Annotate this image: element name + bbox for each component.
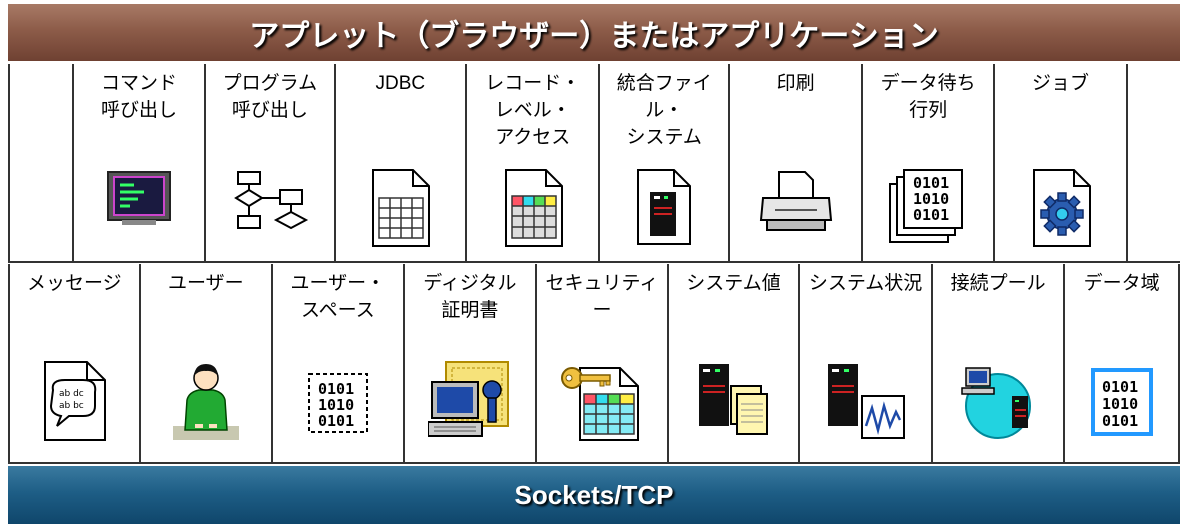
service-label: システム値	[686, 272, 781, 294]
service-connection-pool[interactable]: 接続プール	[932, 264, 1066, 464]
speech-bubble-icon: ab dc ab bc	[44, 361, 107, 441]
terminal-icon	[106, 171, 171, 225]
svg-text:1010: 1010	[913, 190, 949, 208]
service-system-status[interactable]: システム状況	[800, 264, 933, 464]
svg-text:0101: 0101	[318, 380, 354, 398]
transport-layer-label: Sockets/TCP	[514, 479, 674, 510]
certificate-icon	[427, 361, 509, 437]
application-layer-band: アプレット（ブラウザー）またはアプリケーション	[8, 4, 1180, 61]
printer-icon	[759, 171, 832, 231]
svg-text:ab bc: ab bc	[59, 401, 84, 411]
service-command-call[interactable]: コマンド 呼び出し	[71, 64, 207, 263]
service-integrated-file-system[interactable]: 統合ファイル・ システム	[600, 64, 730, 263]
svg-text:0101: 0101	[913, 174, 949, 192]
svg-text:ab dc: ab dc	[59, 389, 84, 399]
service-label: プログラム 呼び出し	[222, 72, 318, 121]
application-layer-label: アプレット（ブラウザー）またはアプリケーション	[249, 18, 939, 54]
service-user[interactable]: ユーザー	[140, 264, 274, 464]
service-label: セキュリティー	[545, 272, 659, 321]
svg-text:1010: 1010	[1102, 395, 1138, 413]
service-label: システム状況	[808, 272, 923, 294]
service-jdbc[interactable]: JDBC	[335, 64, 468, 263]
table-document-icon	[372, 169, 431, 247]
gear-document-icon	[1032, 169, 1091, 247]
service-job[interactable]: ジョブ	[994, 64, 1129, 263]
record-table-icon	[504, 169, 563, 247]
row1-empty-left	[8, 64, 72, 263]
service-label: 接続プール	[950, 272, 1046, 294]
service-label: 統合ファイル・ システム	[616, 72, 712, 148]
service-record-level-access[interactable]: レコード・ レベル・ アクセス	[467, 64, 601, 263]
service-label: コマンド 呼び出し	[100, 72, 177, 121]
service-print[interactable]: 印刷	[729, 64, 864, 263]
network-globe-icon	[961, 367, 1032, 439]
svg-text:1010: 1010	[318, 396, 354, 414]
service-system-values[interactable]: システム値	[668, 264, 801, 464]
service-label: ユーザー	[168, 272, 244, 294]
service-label: データ域	[1083, 272, 1160, 294]
service-label: ディジタル 証明書	[423, 272, 517, 321]
service-label: データ待ち 行列	[880, 72, 976, 121]
svg-text:0101: 0101	[318, 412, 354, 430]
svg-text:0101: 0101	[1102, 378, 1138, 396]
service-message[interactable]: メッセージ ab dc ab bc	[8, 264, 141, 464]
svg-text:0101: 0101	[913, 206, 949, 224]
key-table-icon	[560, 367, 639, 441]
service-label: JDBC	[375, 73, 426, 94]
row1-empty-right	[1128, 64, 1180, 263]
service-label: ユーザー・ スペース	[290, 272, 386, 321]
service-program-call[interactable]: プログラム 呼び出し	[206, 64, 336, 263]
svg-text:0101: 0101	[1102, 412, 1138, 430]
user-icon	[172, 364, 239, 440]
flowchart-icon	[233, 171, 309, 230]
service-digital-certificate[interactable]: ディジタル 証明書	[404, 264, 538, 464]
server-file-icon	[637, 169, 692, 245]
service-row-1: コマンド 呼び出し プログラム 呼び出し	[8, 64, 1180, 263]
server-documents-icon	[698, 364, 768, 435]
transport-layer-band: Sockets/TCP	[8, 466, 1180, 524]
service-label: メッセージ	[26, 272, 122, 294]
server-chart-icon	[827, 364, 905, 439]
service-label: レコード・ レベル・ アクセス	[485, 72, 581, 148]
service-label: 印刷	[776, 72, 815, 94]
service-security[interactable]: セキュリティー	[537, 264, 669, 464]
service-label: ジョブ	[1032, 72, 1090, 94]
